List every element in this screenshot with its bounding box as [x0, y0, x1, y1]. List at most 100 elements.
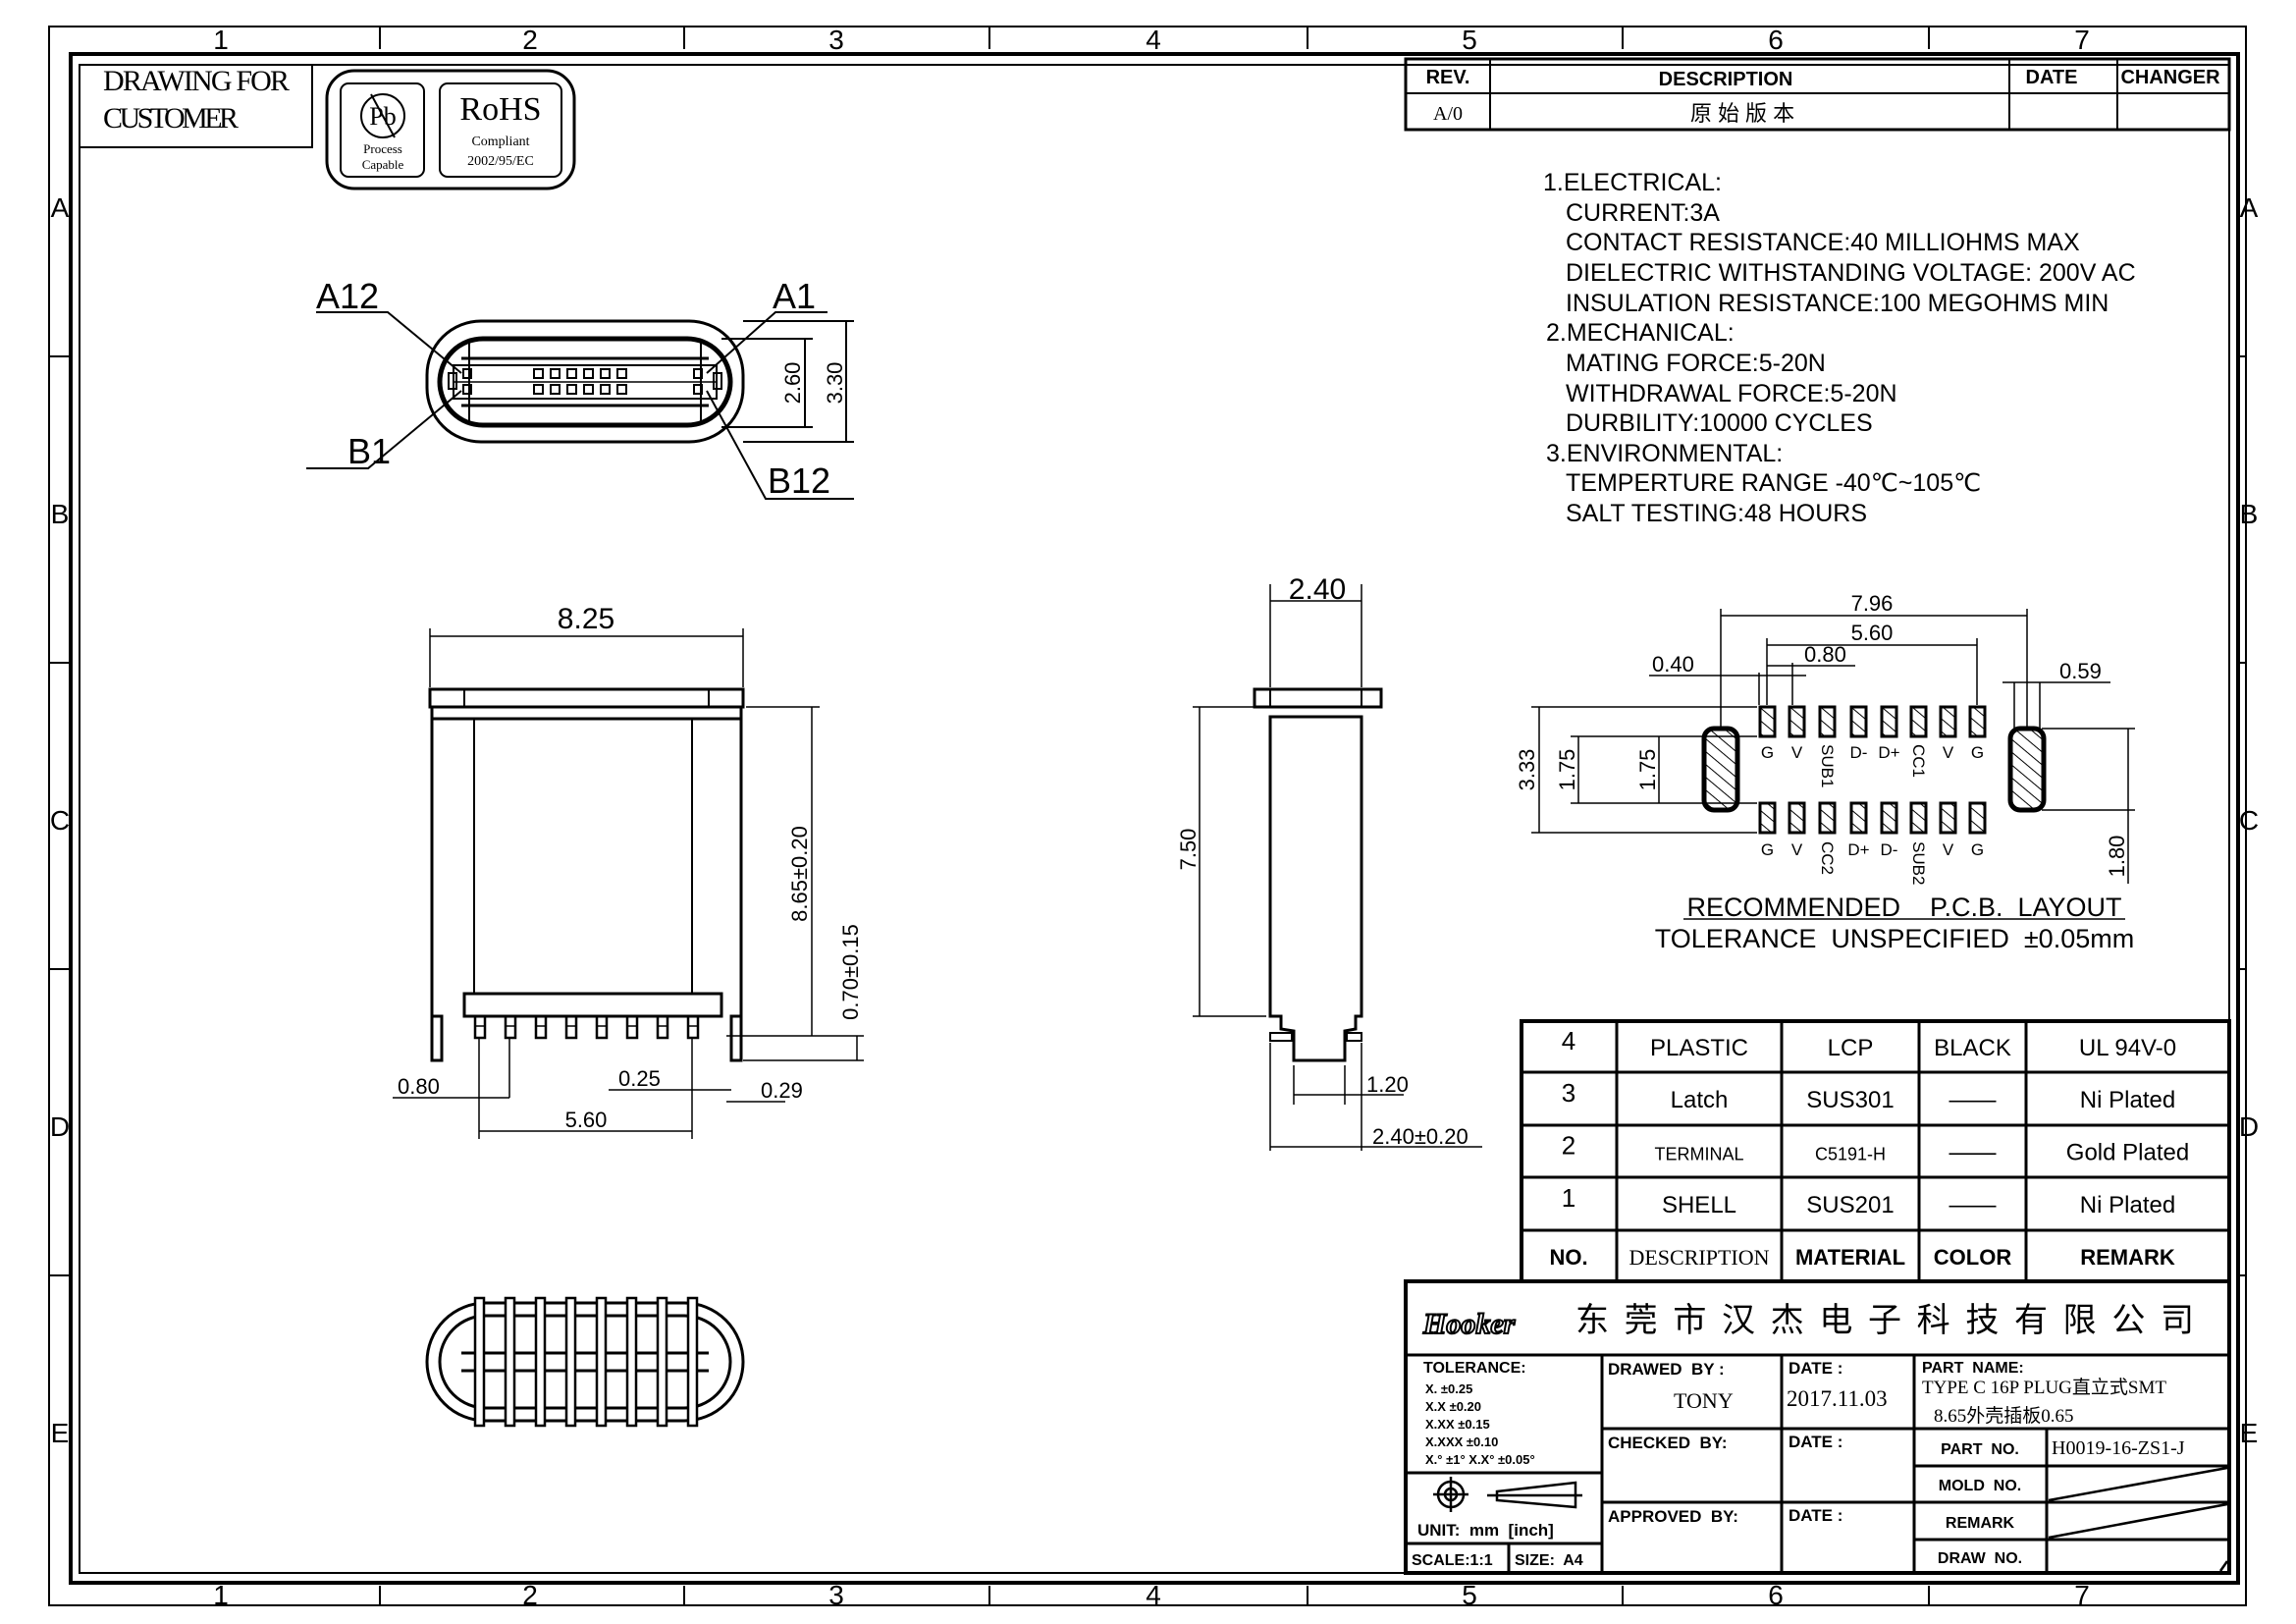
dim-8-65: 8.65±0.20 [787, 826, 812, 922]
column-label: 7 [2074, 25, 2090, 55]
slot-hole [2007, 726, 2047, 813]
pad [1880, 801, 1898, 835]
approved-date-label: DATE : [1789, 1506, 1842, 1525]
contact [462, 384, 472, 395]
contact [713, 372, 722, 390]
spec-line: CURRENT:3A [1566, 199, 1720, 227]
pcb-dim-5-60: 5.60 [1851, 621, 1894, 645]
row-label: E [2240, 1418, 2259, 1448]
bom-cell: SUS301 [1806, 1087, 1894, 1113]
spec-line: WITHDRAWAL FORCE:5-20N [1566, 380, 1897, 407]
pad-label: G [1971, 743, 1984, 762]
rohs-text: RoHS [459, 91, 541, 128]
spec-line: CONTACT RESISTANCE:40 MILLIOHMS MAX [1566, 229, 2080, 256]
column-label: 6 [1768, 25, 1784, 55]
rohs-line1: Compliant [471, 135, 529, 149]
column-label: 6 [1768, 1580, 1784, 1610]
pcb-tolerance: TOLERANCE UNSPECIFIED ±0.05mm [1655, 924, 2134, 953]
drawed-by-label: DRAWED BY : [1608, 1360, 1725, 1379]
part-name-line1: TYPE C 16P PLUG直立式SMT [1922, 1377, 2166, 1398]
pcb-dim-0-59: 0.59 [2059, 659, 2102, 683]
dim-3-30: 3.30 [823, 362, 847, 405]
pcb-dim-0-80: 0.80 [1804, 642, 1846, 667]
row-label: B [51, 499, 70, 529]
tolerance-line: X. ±0.25 [1425, 1381, 1472, 1396]
contact [583, 384, 594, 395]
contact [550, 384, 561, 395]
pcb-dim-3-33: 3.33 [1515, 749, 1539, 791]
pcb-dim-1-80: 1.80 [2105, 836, 2129, 878]
pin-label-b1: B1 [347, 431, 391, 471]
spec-line: TEMPERTURE RANGE -40℃~105℃ [1566, 469, 1981, 497]
pcb-dim-0-40: 0.40 [1652, 652, 1694, 677]
column-label: 4 [1146, 25, 1161, 55]
pad [1939, 801, 1957, 835]
contact [462, 368, 472, 379]
dim-0-80: 0.80 [398, 1074, 440, 1099]
pad-label: G [1971, 840, 1984, 859]
contact [533, 384, 544, 395]
dim-0-29: 0.29 [761, 1078, 803, 1103]
dim-2-40: 2.40 [1289, 573, 1346, 606]
bom-cell: 2 [1562, 1131, 1575, 1161]
size: SIZE: A4 [1515, 1552, 1583, 1569]
pin [473, 1014, 487, 1040]
tolerance-line: X.° ±1° X.X° ±0.05° [1425, 1452, 1535, 1467]
drawed-by: TONY [1674, 1388, 1734, 1413]
bom-cell: DESCRIPTION [1629, 1245, 1769, 1270]
pin [656, 1014, 669, 1040]
contact [693, 368, 703, 379]
pad-label: CC1 [1909, 744, 1928, 778]
pads [1758, 705, 1987, 835]
bom-cell: UL 94V-0 [2079, 1035, 2176, 1061]
part-no-label: PART NO. [1941, 1441, 2019, 1458]
dim-1-20: 1.20 [1366, 1072, 1409, 1097]
pin [504, 1014, 517, 1040]
column-label: 7 [2074, 1580, 2090, 1610]
spec-line: SALT TESTING:48 HOURS [1566, 500, 1867, 527]
dim-2-60: 2.60 [780, 362, 805, 405]
pad-label: G [1761, 743, 1774, 762]
scale: SCALE:1:1 [1412, 1552, 1493, 1569]
part-name-label: PART NAME: [1922, 1360, 2024, 1377]
pin [686, 1014, 700, 1040]
bom-cell: COLOR [1934, 1245, 2012, 1270]
contacts [448, 368, 722, 395]
contact [583, 368, 594, 379]
spec-line: MATING FORCE:5-20N [1566, 350, 1826, 377]
pin-label-b12: B12 [768, 460, 830, 501]
customer-box: DRAWING FOR CUSTOMER [79, 64, 313, 148]
pad [1788, 801, 1806, 835]
pcb-title: RECOMMENDED P.C.B. LAYOUT [1686, 893, 2121, 922]
pin [686, 1296, 699, 1428]
pad [1849, 705, 1868, 738]
pcb-layout: 7.96 5.60 0.80 0.40 0.59 3.33 1.75 1.75 … [1515, 591, 2135, 953]
rohs-line2: 2002/95/EC [467, 154, 534, 169]
pad [1968, 705, 1987, 738]
approved-by-label: APPROVED BY: [1608, 1507, 1738, 1526]
contact [533, 368, 544, 379]
column-label: 2 [522, 1580, 538, 1610]
column-label: 1 [213, 1580, 229, 1610]
row-label: C [50, 805, 70, 836]
column-label: 5 [1462, 1580, 1477, 1610]
bom-cell: REMARK [2080, 1245, 2175, 1270]
column-label: 5 [1462, 25, 1477, 55]
pad-label: D- [1881, 840, 1898, 859]
row-label: C [2239, 805, 2259, 836]
pin [595, 1014, 609, 1040]
pb-text: Pb [369, 102, 396, 131]
pad [1818, 705, 1837, 738]
rev-description: 原 始 版 本 [1690, 101, 1794, 126]
unit: UNIT: mm [inch] [1417, 1521, 1554, 1540]
row-label: E [51, 1418, 70, 1448]
pin-label-a1: A1 [773, 276, 816, 316]
date-header: DATE [2026, 67, 2078, 88]
pin [534, 1296, 547, 1428]
bom-cell: —— [1949, 1192, 1997, 1218]
checked-by-label: CHECKED BY: [1608, 1434, 1728, 1452]
pad-label: V [1943, 840, 1954, 859]
revision-block: REV. DESCRIPTION DATE CHANGER A/0 原 始 版 … [1404, 57, 2231, 132]
pcb-dim-1-75: 1.75 [1555, 749, 1579, 791]
